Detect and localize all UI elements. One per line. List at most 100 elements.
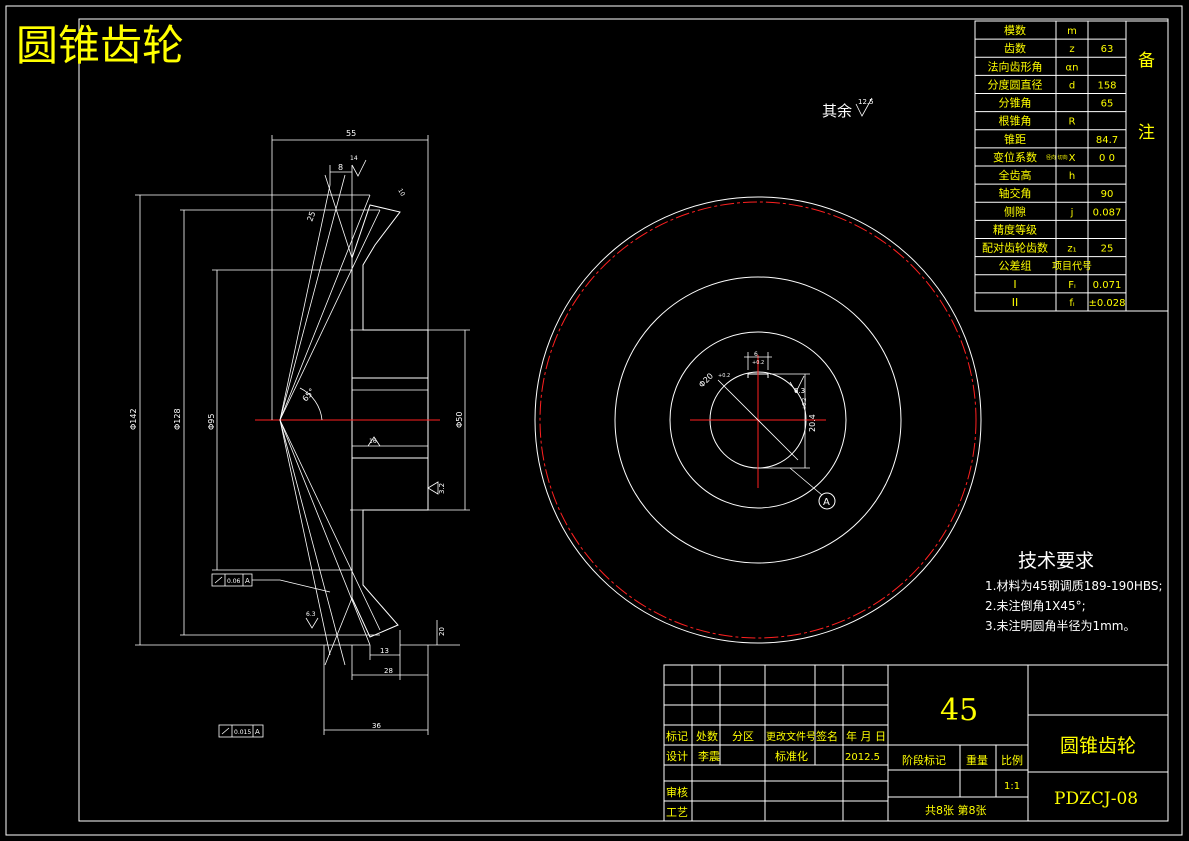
param-value: 90 [1101, 189, 1114, 200]
dim-8: 8 [338, 163, 343, 172]
param-symbol: m [1067, 26, 1077, 37]
param-symbol: h [1069, 171, 1075, 182]
dim-6-3: 6.3 [306, 611, 316, 618]
param-label: 分锥角 [999, 97, 1032, 110]
remark-char-1: 备 [1138, 51, 1155, 71]
tb-header-mark: 标记 [666, 729, 688, 743]
datum-label: A [823, 497, 830, 508]
dim-36: 36 [372, 722, 381, 730]
tb-header-sign: 签名 [816, 729, 838, 743]
runout-arrow-icon [214, 576, 223, 584]
end-view: 6 +0.2 Φ20 +0.2 20.4 +0.2 6.3 A [534, 196, 982, 644]
dim-55: 55 [346, 129, 356, 138]
shaft-circle [669, 331, 847, 509]
tb-stage-label: 阶段标记 [902, 753, 946, 767]
dim-6-3-keyway: 6.3 [794, 387, 805, 395]
tolerance-frame-1: 0.06 A [211, 573, 331, 593]
param-symbol: z [1069, 44, 1074, 55]
section-hatch-lower [351, 457, 429, 638]
dim-dia50: Φ50 [455, 412, 464, 428]
svg-text:A: A [245, 577, 250, 585]
title-block: 标记 处数 分区 更改文件号 签名 年 月 日 设计 李震 标准化 2012.5… [663, 664, 1169, 822]
dim-16: 16 [369, 438, 377, 445]
dim-key-tol: +0.2 [752, 360, 764, 366]
param-symbol: d [1069, 80, 1075, 91]
dim-key-height: 20.4 [808, 414, 817, 432]
outer-circle [534, 196, 982, 644]
tech-item-1: 1.材料为45钢调质189-190HBS; [985, 579, 1163, 593]
roughness-note-text: 其余 [822, 102, 852, 120]
remark-char-2: 注 [1138, 123, 1155, 143]
tb-scale-value: 1:1 [1004, 781, 1020, 792]
param-label: 配对齿轮齿数 [982, 241, 1048, 255]
tech-item-2: 2.未注倒角1X45°; [985, 598, 1086, 613]
param-row: 全齿高 h [999, 168, 1076, 182]
tb-drawing-name: 圆锥齿轮 [1060, 735, 1136, 757]
param-value: 63 [1101, 44, 1114, 55]
param-label: II [1012, 296, 1019, 309]
param-label: 轴交角 [999, 186, 1032, 200]
param-symbol: 项目代号 [1052, 261, 1092, 273]
outer-border [5, 5, 1183, 836]
section-view: 55 8 14 10 25 Φ142 Φ128 Φ95 Φ50 65° 16 3… [129, 129, 470, 738]
param-label: 锥距 [1004, 133, 1026, 146]
svg-text:0.015: 0.015 [234, 729, 251, 736]
tolerance-frame-2: 0.015 A [218, 724, 264, 738]
roughness-symbol-icon [427, 481, 439, 495]
dim-dia95: Φ95 [207, 414, 216, 430]
tb-header-date: 年 月 日 [846, 729, 886, 743]
tb-design-label: 设计 [666, 750, 688, 763]
svg-text:A: A [255, 728, 260, 736]
dim-10: 10 [396, 188, 406, 198]
roughness-note: 其余 12.5 [822, 97, 874, 120]
param-value: 65 [1101, 99, 1114, 110]
tech-item-3: 3.未注明圆角半径为1mm。 [985, 618, 1135, 633]
tb-drawing-no: PDZCJ-08 [1054, 789, 1138, 809]
tb-material: 45 [940, 693, 978, 728]
pitch-circle [539, 201, 977, 639]
param-label: 根锥角 [999, 114, 1032, 128]
dim-28: 28 [384, 667, 393, 675]
tb-header-doc: 更改文件号 [766, 730, 816, 743]
dim-25: 25 [305, 210, 317, 223]
param-value: 0.087 [1093, 207, 1122, 218]
technical-requirements: 技术要求 1.材料为45钢调质189-190HBS; 2.未注倒角1X45°; … [985, 550, 1163, 633]
param-label: I [1013, 278, 1016, 291]
roughness-symbol-icon [305, 617, 319, 629]
param-label: 模数 [1004, 24, 1026, 37]
tb-weight-label: 重量 [966, 753, 988, 767]
roughness-symbol-icon [367, 436, 381, 447]
dim-dia142: Φ142 [129, 408, 138, 430]
param-label: 齿数 [1004, 42, 1026, 55]
dim-20: 20 [438, 627, 446, 636]
param-label: 侧隙 [1004, 204, 1026, 218]
param-symbol: fᵢ [1069, 298, 1075, 309]
dim-key-width: 6 [754, 351, 758, 358]
dim-key-height-tol: +0.2 [802, 398, 808, 410]
param-row: 轴交角 90 [999, 186, 1114, 200]
tb-process-label: 工艺 [666, 806, 688, 819]
tb-design-date: 2012.5 [845, 752, 880, 763]
tech-heading: 技术要求 [1018, 550, 1094, 572]
drawing-title: 圆锥齿轮 [16, 21, 184, 70]
param-symbol: Fᵢ [1068, 280, 1076, 291]
param-value: 25 [1101, 244, 1114, 255]
hub-circle [614, 276, 902, 564]
svg-text:0.06: 0.06 [227, 578, 241, 585]
tb-header-zone: 分区 [732, 730, 754, 743]
param-label: 法向齿形角 [988, 59, 1043, 73]
param-row: 分锥角 65 [999, 97, 1114, 110]
dim-bore-tol: +0.2 [718, 373, 730, 379]
roughness-symbol-icon [789, 375, 805, 393]
roughness-note-value: 12.5 [858, 98, 874, 106]
tb-designer: 李震 [698, 749, 720, 763]
param-row: 模数 m [1004, 24, 1077, 37]
tb-review-label: 审核 [666, 785, 688, 799]
param-label: 全齿高 [999, 168, 1032, 182]
datum-circle [818, 492, 836, 510]
